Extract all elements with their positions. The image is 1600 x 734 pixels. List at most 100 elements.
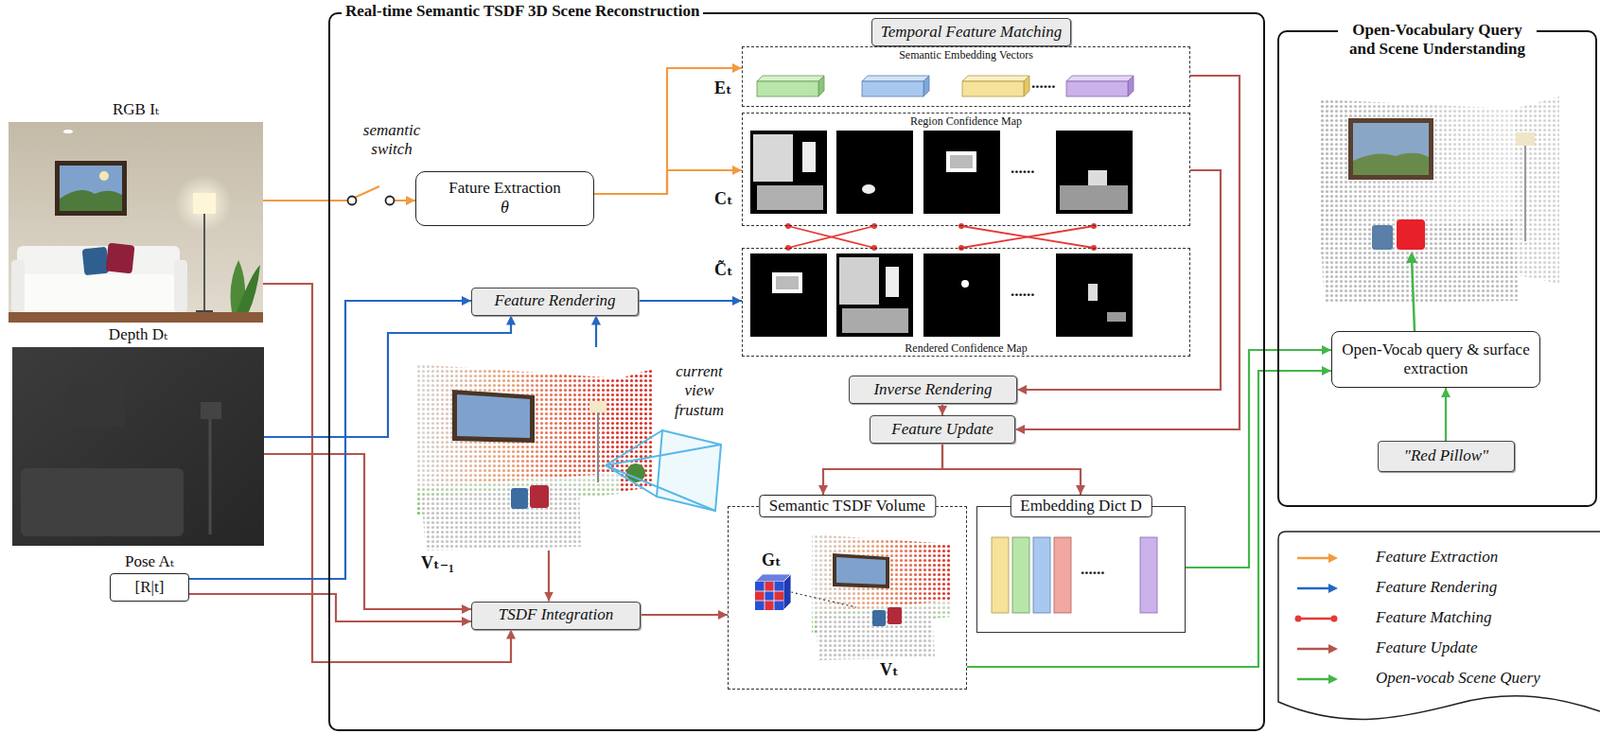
embedding-vectors (962, 81, 1024, 97)
step-box: Feature Update (869, 415, 1016, 444)
connector (263, 316, 511, 439)
query-scene (1319, 96, 1560, 332)
group-outline (727, 506, 968, 690)
confidence-maps (836, 130, 914, 214)
confidence-maps (946, 151, 977, 173)
volume-art (755, 581, 765, 592)
embedding-dict-art (991, 537, 1158, 614)
connector (594, 68, 742, 194)
confidence-maps (923, 253, 1001, 337)
legend-frame (1278, 531, 1600, 720)
confidence-maps (885, 266, 899, 298)
point-cloud-art (457, 394, 530, 439)
confidence-maps (750, 130, 1133, 337)
legend-text: Feature Matching (1375, 608, 1493, 628)
group-title: Rendered Confidence Map (742, 341, 1190, 355)
panel-title: Open-Vocabulary Query and Scene Understa… (1337, 20, 1537, 60)
group-title: Embedding Dict D (1009, 494, 1152, 518)
query-scene (1353, 153, 1429, 176)
legend-line (1297, 587, 1331, 591)
embedding-vectors (923, 75, 930, 97)
volume-art (791, 592, 857, 608)
legend-sample (1294, 672, 1342, 686)
embedding-dict-art (991, 537, 1009, 614)
volume-art (764, 600, 774, 611)
embedding-vectors (1127, 75, 1134, 97)
embedding-vectors (756, 75, 1134, 97)
group-title: Region Confidence Map (742, 114, 1190, 128)
connector (547, 550, 550, 602)
point-cloud-art (510, 488, 528, 510)
confidence-maps (756, 185, 824, 211)
pose-box: Pose Aₜ[R|t] (109, 573, 190, 602)
rgb-photo (99, 171, 109, 181)
switch-and-matching (871, 223, 878, 229)
math-symbol: Cₜ (714, 189, 734, 211)
rgb-photo (236, 264, 261, 315)
embedding-vectors (962, 75, 1030, 82)
volume-art (836, 557, 886, 585)
volume-art (815, 607, 935, 661)
embedding-vectors (818, 75, 825, 97)
view-frustum (605, 444, 721, 466)
point-cloud: Vₜ₋₁ (407, 347, 656, 551)
confidence-maps (961, 280, 969, 288)
rgb-photo (11, 274, 188, 313)
embedding-vectors (756, 75, 825, 82)
rgb-photo (59, 165, 123, 211)
legend-text: Feature Rendering (1375, 578, 1497, 598)
legend-text: Open-vocab Scene Query (1375, 668, 1541, 688)
legend-sample (1294, 642, 1342, 656)
step-box: Temporal Feature Matching (871, 17, 1072, 47)
param-symbol: θ (500, 197, 510, 219)
embedding-dict-art (1054, 537, 1072, 614)
confidence-maps (842, 308, 909, 334)
connector (823, 443, 943, 495)
main-panel: Real-time Semantic TSDF 3D Scene Reconst… (328, 12, 1266, 732)
legend-arrowhead (1328, 644, 1338, 654)
ellipsis: ...... (1010, 281, 1036, 301)
confidence-maps (753, 134, 793, 182)
view-frustum (605, 430, 721, 511)
rgb-photo (17, 246, 180, 279)
box-label: Fature Extraction (448, 178, 562, 198)
confidence-maps (861, 184, 876, 194)
process-box: Open-Vocab query & surface extraction (1331, 331, 1541, 388)
query-scene (1411, 257, 1415, 332)
dashed-group: Semantic Embedding VectorsEₜ (741, 46, 1191, 107)
point-cloud-art (452, 389, 535, 443)
volume-art (887, 607, 902, 625)
confidence-maps (802, 141, 816, 173)
depth-image: Depth Dₜ (12, 347, 264, 546)
image-heading: RGB Iₜ (0, 100, 301, 120)
embedding-vectors (1066, 75, 1134, 82)
connector (595, 316, 598, 349)
depth-photo (20, 468, 184, 537)
math-symbol: Gₜ (761, 550, 782, 572)
switch-and-matching (386, 196, 395, 206)
ellipsis: ...... (1010, 158, 1036, 178)
connector (263, 454, 472, 610)
embedding-dict-art (1033, 537, 1051, 614)
depth-photo (66, 383, 125, 427)
rgb-photo (54, 160, 127, 216)
connector (1015, 75, 1240, 430)
connector (941, 404, 944, 416)
rgb-image: RGB Iₜ (8, 122, 264, 323)
group-title: Semantic TSDF Volume (758, 494, 936, 518)
legend-sample (1294, 551, 1342, 565)
confidence-maps (1088, 170, 1108, 186)
confidence-maps (772, 272, 803, 294)
rgb-photo (8, 312, 264, 323)
embedding-vectors (1023, 75, 1030, 97)
query-scene (1406, 251, 1418, 264)
pose-matrix: [R|t] (135, 578, 165, 598)
volume-art (773, 591, 784, 601)
connector (640, 614, 728, 616)
point-cloud-art (421, 484, 581, 551)
box-label: Feature Update (891, 420, 993, 440)
dashed-group: Rendered Confidence MapC̃ₜ (741, 247, 1191, 357)
process-box: Fature Extractionθ (415, 171, 595, 227)
rgb-photo (11, 260, 25, 313)
embedding-vectors (861, 75, 930, 82)
